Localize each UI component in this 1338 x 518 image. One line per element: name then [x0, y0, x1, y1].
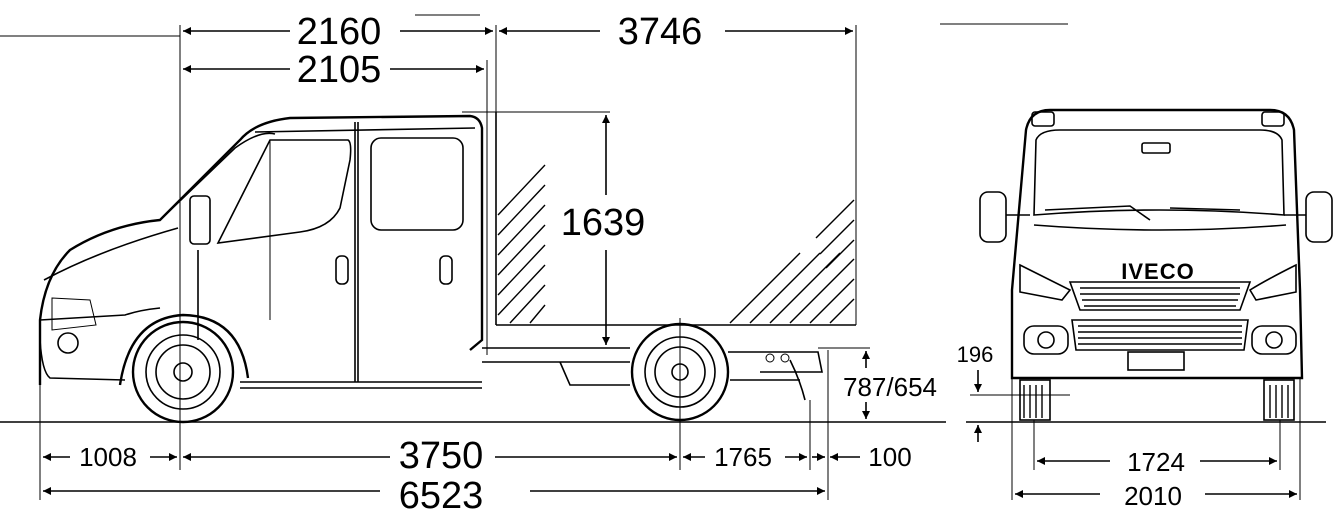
- iveco-badge: IVECO: [1121, 259, 1194, 284]
- side-extension-lines: [39, 25, 870, 500]
- dim-label-1008: 1008: [79, 442, 137, 472]
- dimension-arrows-side: [43, 27, 870, 495]
- dim-label-6523: 6523: [399, 475, 484, 517]
- dimension-arrows-front: [974, 370, 1297, 498]
- truck-side-view: [38, 114, 823, 424]
- dim-label-1639: 1639: [561, 202, 646, 244]
- dim-label-787-654: 787/654: [843, 372, 937, 402]
- dim-label-100: 100: [868, 442, 911, 472]
- dim-label-1765: 1765: [714, 442, 772, 472]
- dim-label-3746: 3746: [618, 11, 703, 53]
- dim-label-196: 196: [957, 342, 994, 367]
- truck-front-view: [970, 108, 1333, 500]
- dim-label-2105: 2105: [297, 49, 382, 91]
- dim-label-2160: 2160: [297, 11, 382, 53]
- dim-label-1724: 1724: [1127, 447, 1185, 477]
- dim-label-2010: 2010: [1124, 481, 1182, 511]
- cargo-body: [495, 25, 857, 326]
- dim-label-3750: 3750: [399, 435, 484, 477]
